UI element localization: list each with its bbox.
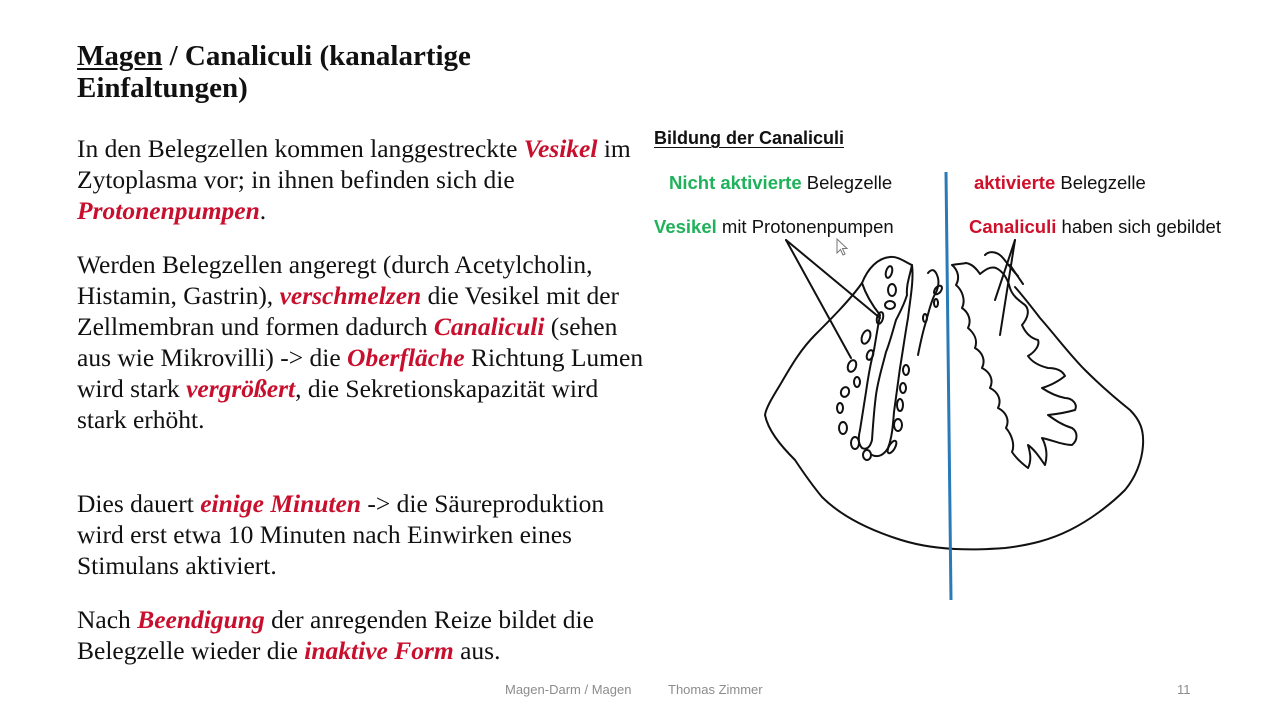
title-topic: Magen [77,40,163,72]
slide-title: Magen / Canaliculi (kanalartige Einfaltu… [77,40,637,104]
text: Richtung Lumen wird stark [77,343,644,403]
label-highlight: aktivierte [974,172,1056,193]
highlight-term: Oberfläche [347,343,465,372]
label-highlight: Canaliculi [969,216,1057,237]
text: , die Sekretionskapazität wird stark erh… [77,374,599,434]
label-highlight: Vesikel [654,216,717,237]
highlight-term: verschmelzen [279,281,422,310]
highlight-term: einige Minuten [200,489,362,518]
footer-author: Thomas Zimmer [668,682,763,697]
highlight-term: inaktive Form [304,636,454,665]
highlight-term: Beendigung [137,605,265,634]
text: In den Belegzellen kommen langgestreckte [77,134,524,163]
text: im Zytoplasma vor; in ihnen befinden sic… [77,134,631,194]
canaliculi-structure [951,262,1078,469]
label-highlight: Nicht aktivierte [669,172,802,193]
highlight-term: Vesikel [523,134,598,163]
label-text: Belegzelle [1055,172,1146,193]
footer-section: Magen-Darm / Magen [505,682,632,697]
cell-outline [764,282,1145,551]
text: Nach [77,605,138,634]
diagram-heading: Bildung der Canaliculi [654,128,845,148]
text: Werden Belegzellen angeregt (durch Acety… [77,250,593,310]
paragraph-activation: Werden Belegzellen angeregt (durch Acety… [77,249,647,435]
label-canaliculi: Canaliculi haben sich gebildet [969,216,1221,238]
paragraph-inactivation: Nach Beendigung der anregenden Reize bil… [77,604,647,666]
page-number: 11 [1177,682,1191,697]
text: die Vesikel mit der Zellmembran und form… [77,281,620,341]
title-subtopic: / Canaliculi (kanalartige Einfaltungen) [77,40,471,104]
label-text: haben sich gebildet [1056,216,1221,237]
label-active-cell: aktivierte Belegzelle [974,172,1146,194]
text: . [259,196,267,225]
label-text: Belegzelle [801,172,893,193]
text: (sehen aus wie Mikrovilli) -> die [77,312,618,372]
paragraph-vesikel: In den Belegzellen kommen langgestreckte… [77,133,647,226]
mouse-cursor-icon [836,238,849,256]
vesicle-column [857,255,913,450]
label-text: mit Protonenpumpen [716,216,894,237]
text: -> die Säureproduktion wird erst etwa 10… [77,489,605,580]
divider-line [944,171,953,601]
text: aus. [453,636,501,665]
text: Dies dauert [77,489,201,518]
highlight-term: Protonenpumpen [77,196,260,225]
highlight-term: vergrößert [186,374,296,403]
highlight-term: Canaliculi [433,312,545,341]
paragraph-duration: Dies dauert einige Minuten -> die Säurep… [77,488,647,581]
label-inactive-cell: Nicht aktivierte Belegzelle [669,172,892,194]
text: der anregenden Reize bildet die Belegzel… [77,605,594,665]
label-vesicles: Vesikel mit Protonenpumpen [654,216,894,238]
